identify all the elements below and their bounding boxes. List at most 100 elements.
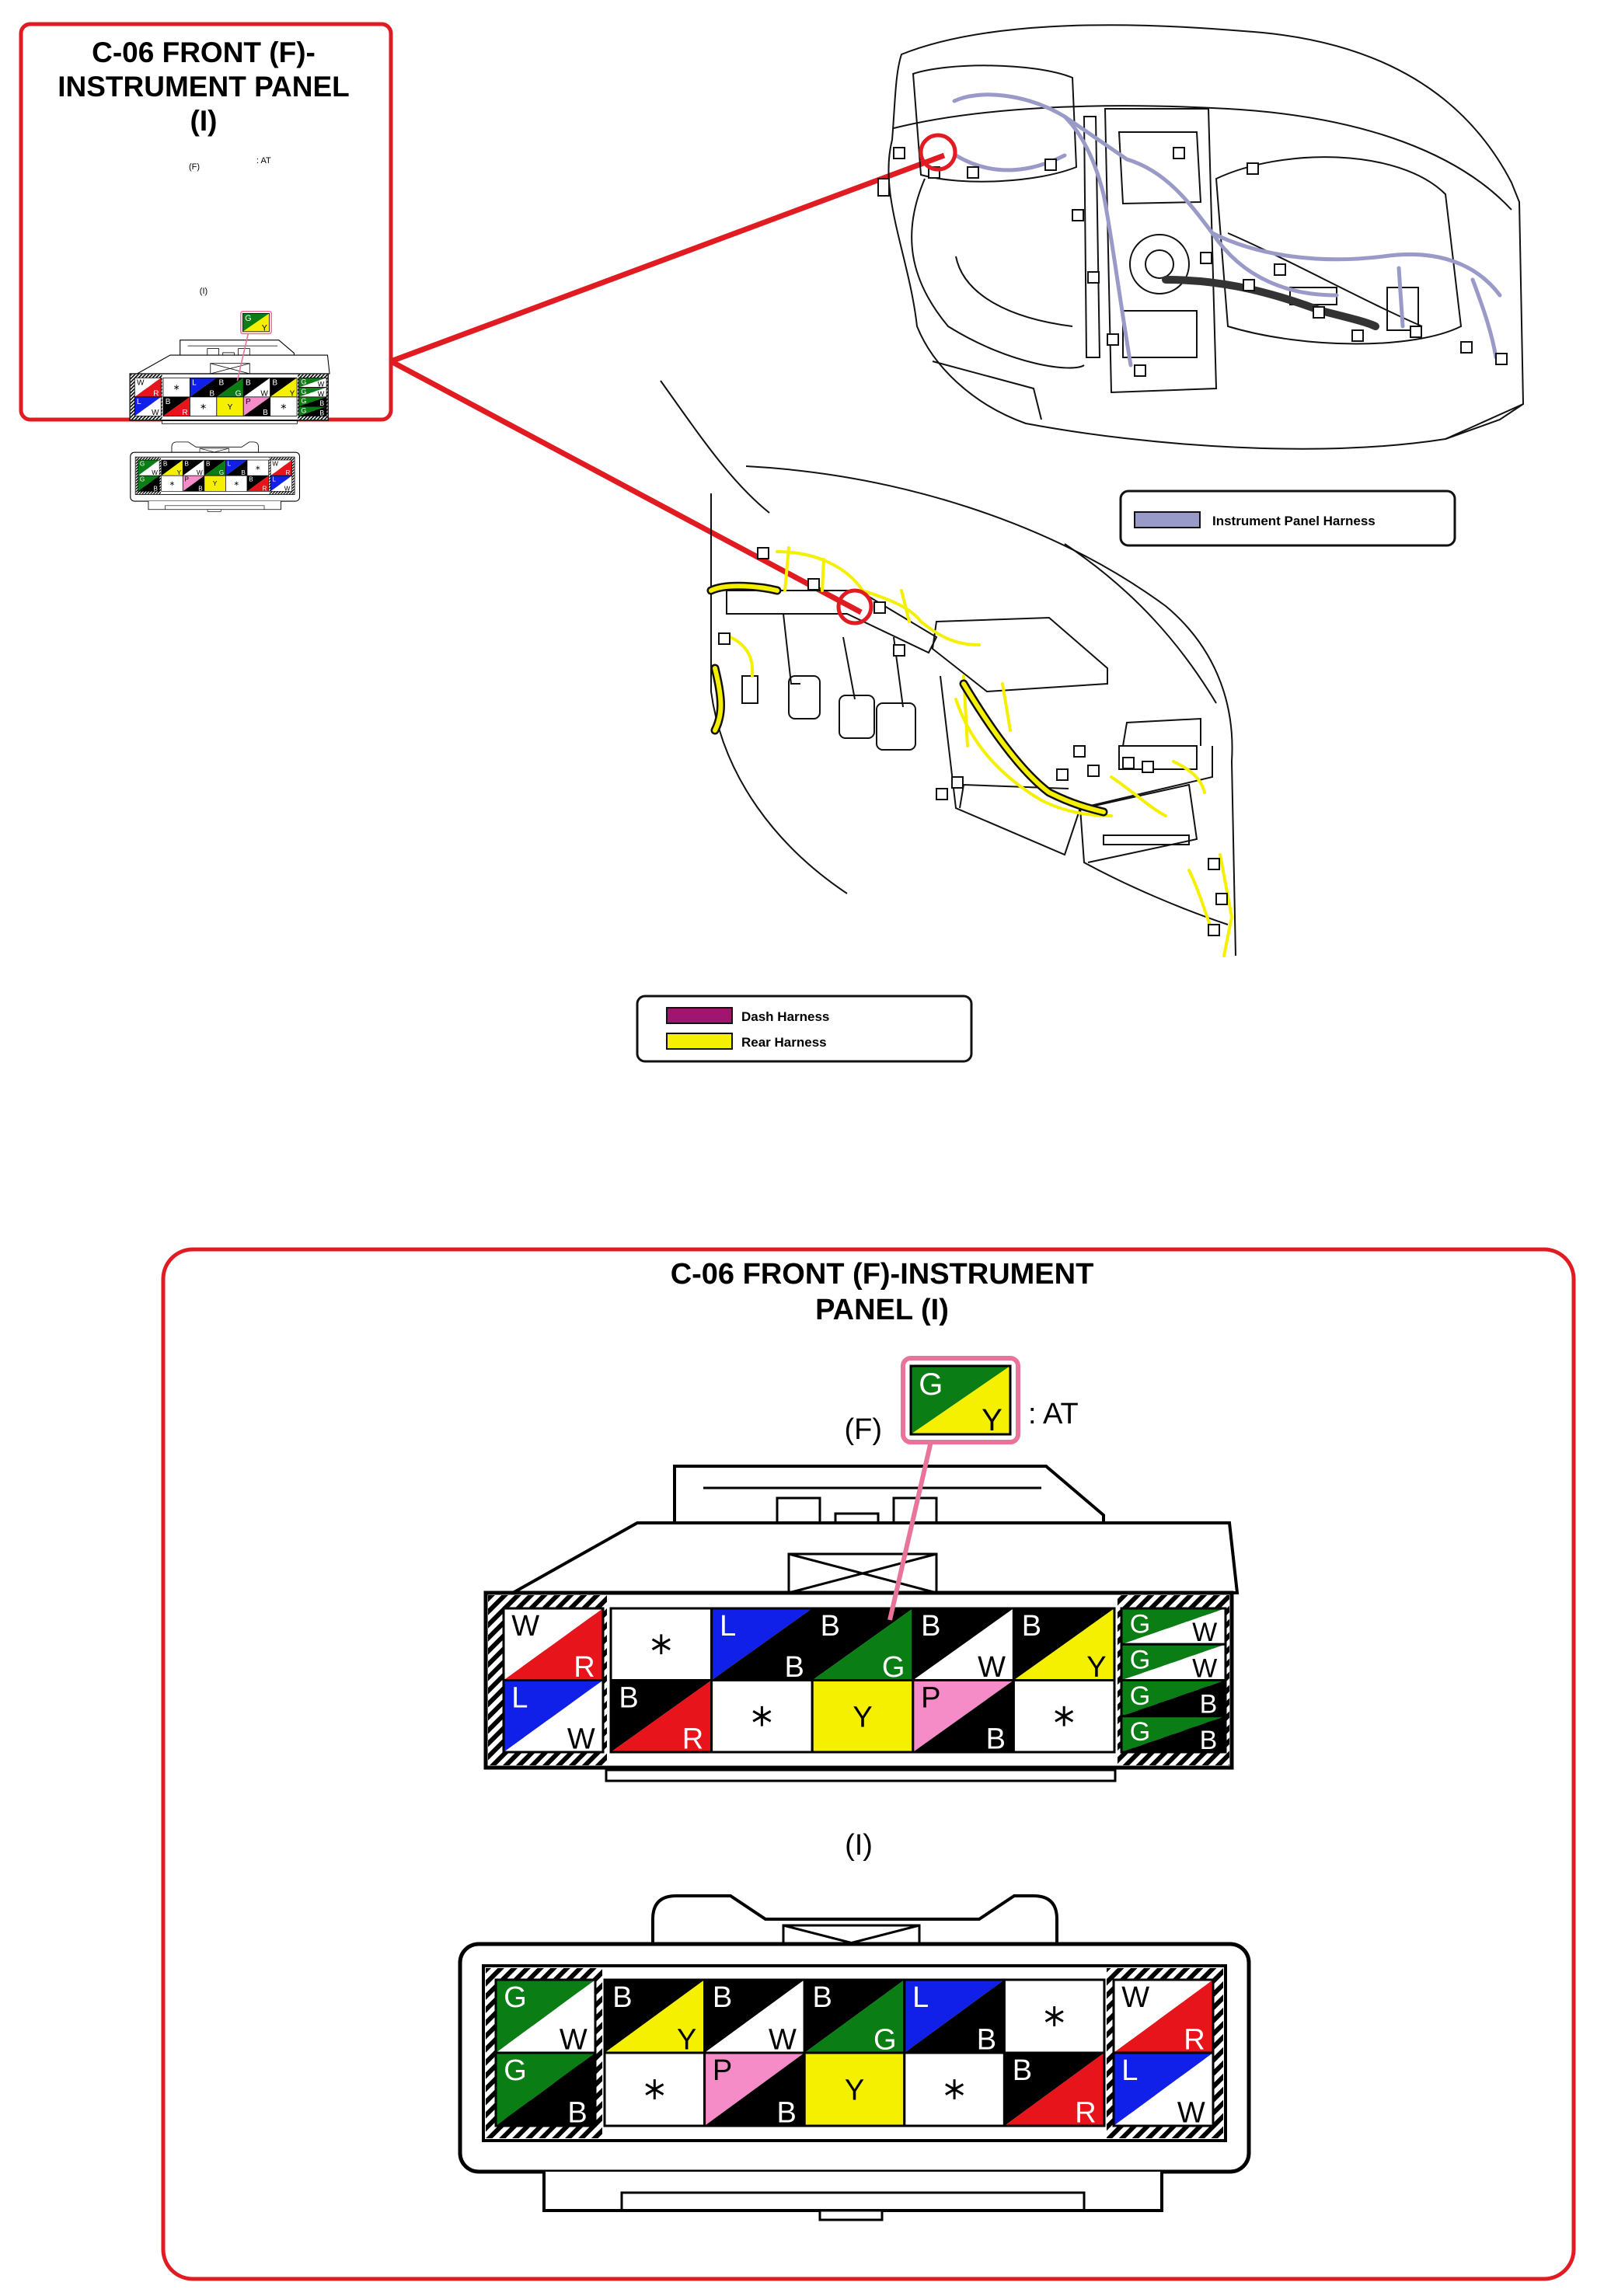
legend-dash-rear-frame [636,995,973,1063]
pin-main-color-code: B [163,461,167,468]
pin-main-color-code: G [245,314,251,323]
pin-main-color-code: B [812,1981,832,2014]
rear-harness-routing [706,546,1234,957]
connector-i-left-pin: GW [138,459,160,476]
pin-color-code: Y [853,1701,872,1733]
leader-line-to-dash-area [389,358,863,615]
connector-i-main-pin [161,475,183,492]
thumbnail-title-line-1: C-06 FRONT (F)- [92,37,316,68]
pin-stripe-color-code: Y [177,469,182,476]
unused-pin-icon [234,481,239,486]
pin-stripe-color-code: B [153,485,157,492]
instrument-panel-harness-routing [952,92,1502,368]
pin-stripe-color-code: B [1200,1726,1218,1755]
connector-i-right-pin: LW [270,475,292,492]
unused-pin-icon [256,465,260,470]
pin-stripe-color-code: B [784,1651,804,1684]
dash-area-connector-highlight [836,588,873,625]
legend-rear-swatch [666,1033,733,1050]
connector-f-main-pin [270,396,298,416]
connector-i-latch [651,1894,1058,1946]
pin-stripe-color-code: Y [290,390,295,399]
pin-main-color-code: G [1130,1681,1150,1711]
thumbnail-callout: C-06 FRONT (F)- INSTRUMENT PANEL (I) (F)… [19,22,393,512]
pin-main-color-code: B [184,461,188,468]
pin-stripe-color-code: W [567,1723,595,1755]
connector-f-main-pin: LB [189,377,218,399]
pin-stripe-color-code: B [198,485,202,492]
thumbnail-i-label: (I) [200,287,207,296]
pin-stripe-color-code: B [986,1723,1006,1755]
connector-i-main-pin [225,475,248,492]
legend-instrument-swatch [1134,511,1201,528]
pin-main-color-code: B [1013,2054,1032,2087]
pin-stripe-color-code: R [682,1723,703,1755]
instrument-panel-illustration [887,24,1525,450]
pin-main-color-code: P [246,398,251,406]
pin-main-color-code: G [301,388,306,395]
pin-stripe-color-code: W [978,1651,1006,1684]
pin-color-code: Y [228,403,233,412]
pin-main-color-code: L [511,1681,528,1714]
connector-i-main-pin: LB [903,1978,1006,2056]
connector-f-main-pin [710,1679,814,1754]
connector-f-main-pin [609,1607,713,1681]
pin-main-color-code: P [713,2054,732,2087]
pin-stripe-color-code: W [1192,1618,1217,1647]
pin-main-color-code: B [1022,1610,1041,1643]
pin-main-color-code: W [1121,1981,1149,2014]
unused-pin-icon [752,1705,772,1726]
pin-main-color-code: W [272,461,278,468]
pin-main-color-code: G [504,1981,527,2014]
pin-main-color-code: W [137,379,145,388]
connector-f-main-pin: BG [811,1607,915,1684]
pin-stripe-color-code: W [769,2023,797,2056]
pin-stripe-color-code: Y [982,1403,1002,1437]
connector-i-main-pin [903,2051,1006,2127]
pin-stripe-color-code: B [1200,1690,1218,1719]
pin-stripe-color-code: W [560,2023,588,2056]
pin-stripe-color-code: W [318,381,325,388]
pin-stripe-color-code: R [263,485,267,492]
connector-f-main-pin: BR [162,396,190,417]
connector-i-right-pin: WR [270,459,292,476]
detail-title-line-1: C-06 FRONT (F)-INSTRUMENT [671,1258,1094,1291]
connector-f-main-pin: BW [912,1607,1015,1684]
leader-line-to-instrument-panel [389,152,946,364]
connector-i-left-pin: GW [494,1978,597,2056]
unused-pin-icon [651,1634,671,1655]
pin-stripe-color-code: R [182,409,187,417]
pin-main-color-code: L [192,379,197,388]
thumbnail-f-label: (F) [189,162,200,172]
unused-pin-icon [1055,1705,1074,1726]
connector-i-main-pin: PB [703,2051,806,2129]
connector-i-main-pin [1002,1978,1106,2054]
connector-i-main-pin: BW [703,1978,806,2056]
connector-i-left-pin: GB [138,475,160,492]
pin-main-color-code: B [166,398,171,406]
pin-main-color-code: P [921,1681,940,1714]
connector-f-left-pin: LW [502,1679,605,1755]
connector-i-main-pin: BG [204,459,226,476]
pin-main-color-code: G [140,476,145,483]
connector-i-latch [171,441,259,453]
pin-stripe-color-code: R [286,469,291,476]
pin-stripe-color-code: R [1184,2023,1205,2056]
pin-stripe-color-code: W [197,469,203,476]
pin-stripe-color-code: B [241,469,245,476]
pin-stripe-color-code: R [1075,2096,1096,2129]
unused-pin-icon [945,2079,964,2099]
legend-dash-label: Dash Harness [741,1009,829,1024]
connector-i-main-pin: Y [204,475,226,492]
